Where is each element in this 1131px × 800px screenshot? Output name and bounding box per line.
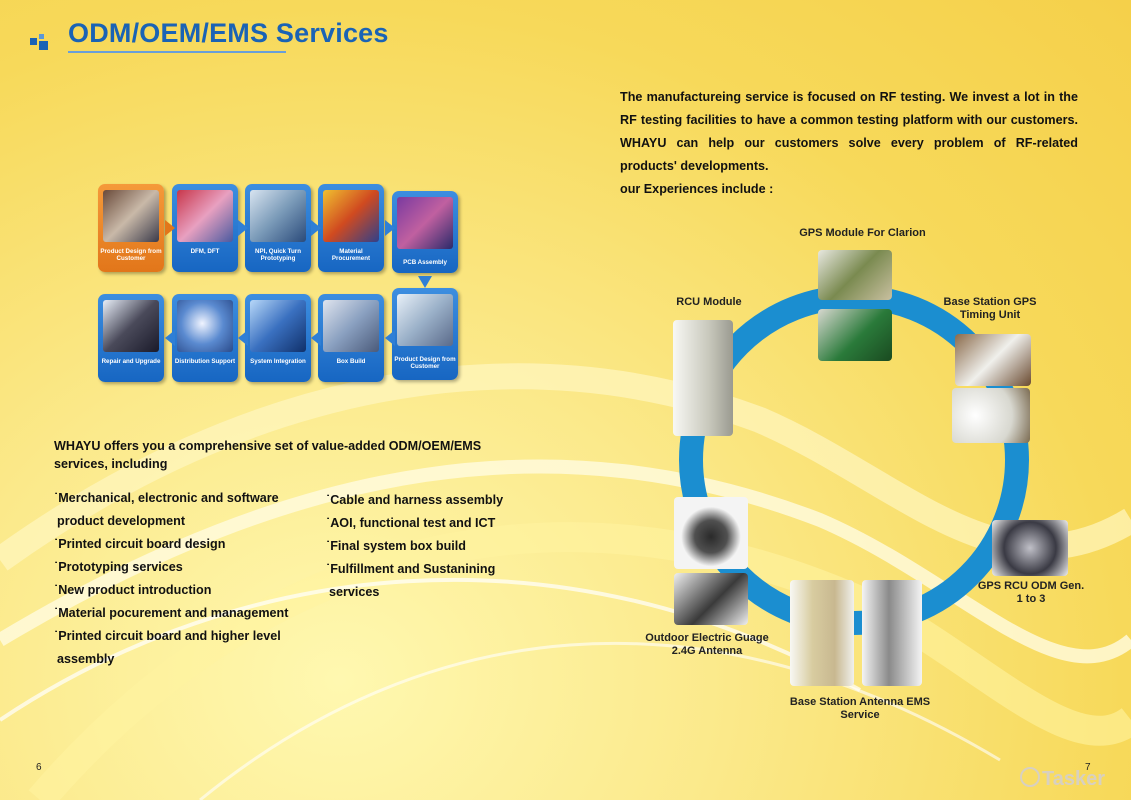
process-step-distribution: Distribution Support	[172, 294, 238, 382]
antenna-bracket-photo-icon	[862, 580, 922, 686]
list-item: services	[329, 585, 380, 599]
integration-photo-icon	[250, 300, 306, 352]
list-item: ˙Prototyping services	[54, 560, 183, 574]
gps-board-photo-icon	[818, 309, 892, 361]
list-item: ˙Material pocurement and management	[54, 606, 289, 620]
gps-rcu-photo-icon	[992, 520, 1068, 576]
tasker-icon	[1020, 767, 1040, 787]
label-gps-rcu: GPS RCU ODM Gen. 1 to 3	[977, 580, 1085, 605]
process-step-material: Material Procurement	[318, 184, 384, 272]
process-step-repair: Repair and Upgrade	[98, 294, 164, 382]
page-title: ODM/OEM/EMS Services	[68, 18, 389, 48]
label-gps-clarion: GPS Module For Clarion	[799, 227, 926, 239]
list-item: ˙New product introduction	[54, 583, 212, 597]
experiences-label: our Experiences include :	[620, 182, 774, 196]
boxbuild-photo-icon	[323, 300, 379, 352]
outdoor-antenna-photo-icon	[674, 497, 748, 569]
page-number-left: 6	[36, 762, 42, 773]
gps-module-photo-icon	[818, 250, 892, 300]
material-photo-icon	[323, 190, 379, 242]
process-step-npi: NPI, Quick Turn Prototyping	[245, 184, 311, 272]
process-step-integration: System Integration	[245, 294, 311, 382]
list-item: ˙Printed circuit board design	[54, 537, 226, 551]
process-step-pcb: PCB Assembly	[392, 191, 458, 273]
list-item: ˙Cable and harness assembly	[326, 493, 504, 507]
list-item: ˙Merchanical, electronic and software	[54, 491, 279, 505]
lab-photo-icon	[397, 294, 453, 346]
process-step-dfm: DFM, DFT	[172, 184, 238, 272]
pcb-photo-icon	[397, 197, 453, 249]
gps-domes-photo-icon	[952, 388, 1030, 443]
timing-unit-photo-icon	[955, 334, 1031, 386]
services-list-right: ˙Cable and harness assembly ˙AOI, functi…	[326, 489, 503, 604]
label-base-antenna: Base Station Antenna EMS Service	[789, 696, 931, 721]
title-underline	[68, 51, 286, 53]
process-arrows	[165, 220, 432, 346]
intro-paragraph: The manufactureing service is focused on…	[620, 90, 1078, 173]
services-heading: WHAYU offers you a comprehensive set of …	[54, 439, 482, 471]
meeting-photo-icon	[103, 190, 159, 242]
handshake-photo-icon	[103, 300, 159, 352]
factory-photo-icon	[250, 190, 306, 242]
label-base-station-gps: Base Station GPS Timing Unit	[943, 296, 1037, 321]
list-item: product development	[57, 514, 186, 528]
watermark-logo: Tasker	[1020, 767, 1105, 791]
base-antenna-photo-icon	[790, 580, 854, 686]
list-item: ˙Fulfillment and Sustanining	[326, 562, 496, 576]
process-step-product-design: Product Design from Customer	[98, 184, 164, 272]
rcu-module-photo-icon	[673, 320, 733, 436]
globe-photo-icon	[177, 300, 233, 352]
list-item: ˙Printed circuit board and higher level	[54, 629, 281, 643]
list-item: ˙Final system box build	[326, 539, 466, 553]
page-number-right: 7	[1085, 762, 1091, 773]
design-photo-icon	[177, 190, 233, 242]
antenna-parts-photo-icon	[674, 573, 748, 625]
process-step-box-build: Box Build	[318, 294, 384, 382]
list-item: ˙AOI, functional test and ICT	[326, 516, 496, 530]
services-list-left: ˙Merchanical, electronic and software pr…	[54, 487, 288, 671]
intro-text: The manufactureing service is focused on…	[620, 86, 1078, 201]
list-item: assembly	[57, 652, 115, 666]
label-rcu-module: RCU Module	[676, 296, 742, 308]
process-step-customer: Product Design from Customer	[392, 288, 458, 380]
label-outdoor-antenna: Outdoor Electric Guage 2.4G Antenna	[645, 632, 769, 657]
